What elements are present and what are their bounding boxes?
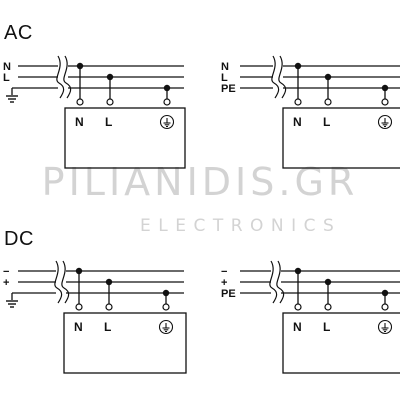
terminal-point-2 xyxy=(163,98,171,106)
junction-dot-1 xyxy=(105,278,113,286)
pe-ground-icon xyxy=(159,114,175,130)
terminal-point-1 xyxy=(324,303,332,311)
terminal-point-0 xyxy=(75,303,83,311)
terminal-point-1 xyxy=(105,303,113,311)
line-label-1: + xyxy=(221,277,227,289)
junction-dot-2 xyxy=(162,289,170,297)
pe-ground-icon xyxy=(158,319,174,335)
terminal-point-0 xyxy=(294,98,302,106)
terminal-point-0 xyxy=(294,303,302,311)
diagram-dc-left: −+ N L xyxy=(3,260,187,374)
pe-ground-icon xyxy=(377,319,393,335)
line-label-1: L xyxy=(221,72,228,84)
terminal-label-0: N xyxy=(75,115,84,129)
terminal-point-2 xyxy=(381,98,389,106)
line-label-1: + xyxy=(3,277,9,289)
terminal-label-1: L xyxy=(323,320,330,334)
junction-dot-2 xyxy=(381,84,389,92)
watermark-tagline: ELECTRONICS xyxy=(140,216,342,236)
diagram-dc-right: −+PE N L xyxy=(221,260,400,374)
terminal-point-2 xyxy=(162,303,170,311)
line-break-mark xyxy=(54,260,70,304)
junction-dot-2 xyxy=(381,289,389,297)
junction-dot-0 xyxy=(75,267,83,275)
line-label-0: N xyxy=(221,61,229,73)
ground-icon xyxy=(6,95,18,103)
junction-dot-1 xyxy=(324,278,332,286)
junction-dot-0 xyxy=(294,267,302,275)
line-break-mark xyxy=(269,260,285,304)
terminal-label-0: N xyxy=(293,115,302,129)
junction-dot-2 xyxy=(163,84,171,92)
terminal-label-1: L xyxy=(105,115,112,129)
watermark-brand: PILIANIDIS.GR xyxy=(41,160,359,204)
line-break-mark xyxy=(271,55,287,99)
line-break-mark xyxy=(56,55,72,99)
junction-dot-1 xyxy=(324,73,332,81)
terminal-point-2 xyxy=(381,303,389,311)
junction-dot-0 xyxy=(76,62,84,70)
junction-dot-0 xyxy=(294,62,302,70)
pe-ground-icon xyxy=(377,114,393,130)
line-label-1: L xyxy=(3,72,10,84)
device-box xyxy=(282,312,400,374)
line-label-2: PE xyxy=(221,288,236,300)
line-label-0: − xyxy=(3,266,9,278)
section-title-ac: AC xyxy=(4,22,33,44)
junction-dot-1 xyxy=(106,73,114,81)
line-label-0: − xyxy=(221,266,227,278)
terminal-label-0: N xyxy=(74,320,83,334)
section-title-dc: DC xyxy=(4,228,34,250)
line-label-0: N xyxy=(3,61,11,73)
device-box xyxy=(63,312,187,374)
terminal-label-1: L xyxy=(323,115,330,129)
device-box xyxy=(282,107,400,169)
line-label-2: PE xyxy=(221,83,236,95)
terminal-label-0: N xyxy=(293,320,302,334)
ground-icon xyxy=(6,300,18,308)
terminal-label-1: L xyxy=(104,320,111,334)
device-box xyxy=(64,107,186,169)
terminal-point-0 xyxy=(76,98,84,106)
terminal-point-1 xyxy=(106,98,114,106)
terminal-point-1 xyxy=(324,98,332,106)
